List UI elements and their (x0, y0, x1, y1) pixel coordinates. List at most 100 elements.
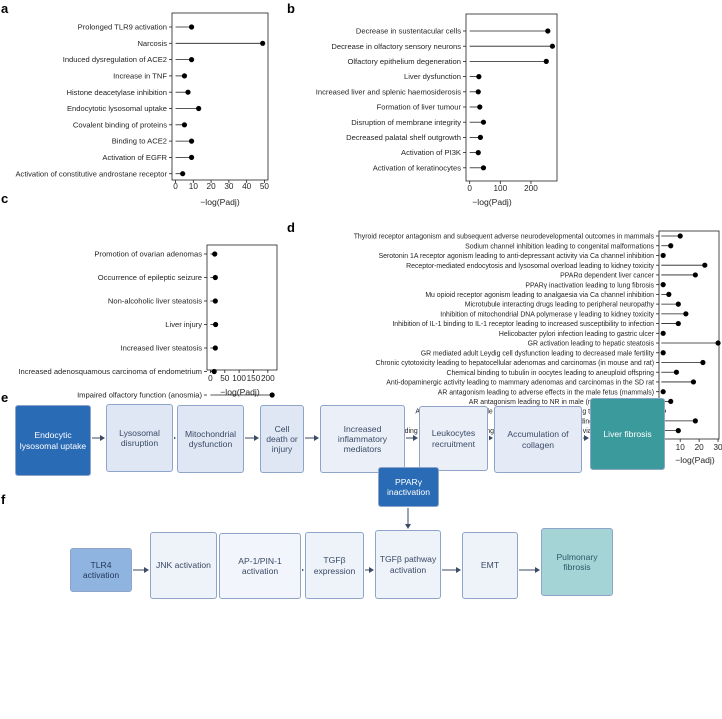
category-label: Covalent binding of proteins (73, 120, 167, 129)
x-axis-label: −log(Padj) (200, 197, 240, 207)
category-label: AR antagonism leading to NR in male (mam… (469, 399, 654, 406)
lollipop-point (185, 89, 191, 95)
flow-arrow (519, 567, 540, 573)
plot-frame (465, 13, 558, 182)
panel-letter-b: b (287, 1, 295, 16)
flow-e-step: Leukocytes recruitment (419, 406, 488, 471)
flow-arrow (305, 435, 319, 441)
category-label: Chronic cytotoxicity leading to hepatoce… (376, 360, 654, 367)
category-label: Decreased palatal shelf outgrowth (346, 133, 461, 142)
lollipop-point (683, 311, 689, 317)
flow-arrow (406, 435, 418, 441)
category-label: Olfactory epithelium degeneration (347, 57, 461, 66)
lollipop-point (660, 330, 666, 336)
category-label: Disruption of membrane integrity (351, 118, 461, 127)
category-label: Inhibition of IL-1 binding to IL-1 recep… (392, 321, 654, 328)
x-tick-label: 10 (189, 182, 199, 191)
category-label: AKT2 activation leading to hepatic steat… (521, 418, 655, 425)
lollipop-point (715, 340, 721, 346)
lollipop-point (675, 301, 681, 307)
flow-arrow (245, 435, 259, 441)
lollipop-point (476, 74, 482, 80)
lollipop-point (475, 89, 481, 95)
x-tick-label: 20 (695, 443, 705, 452)
category-label: Induced dysregulation of ACE2 (63, 55, 167, 64)
lollipop-point (700, 359, 706, 366)
flow-f-step: AP-1/PIN-1 activation (219, 533, 301, 599)
category-label: Anti-dopaminergic activity leading to ma… (386, 380, 654, 387)
lollipop-point (188, 24, 195, 30)
category-label: Thyroid receptor antagonism and subseque… (354, 234, 655, 241)
x-tick-label: 50 (220, 374, 230, 383)
lollipop-point (188, 154, 195, 160)
x-tick-label: 50 (260, 182, 270, 191)
category-label: PPARα dependent liver cancer (560, 273, 655, 280)
category-label: Inhibition of mitochondrial DNA polymera… (440, 311, 654, 318)
panel-letter-a: a (1, 1, 9, 16)
lollipop-point (675, 320, 681, 327)
category-label: Impaired olfactory function (anosmia) (77, 391, 202, 400)
category-label: GR activation leading to hepatic steatos… (528, 341, 655, 348)
lollipop-point (666, 291, 672, 297)
lollipop-point (692, 418, 698, 424)
x-tick-label: 30 (224, 182, 234, 191)
lollipop-point (212, 274, 218, 281)
category-label: Increased liver and splenic haemosideros… (316, 87, 461, 96)
lollipop-point (181, 73, 188, 79)
category-label: Formation of liver tumour (377, 103, 462, 112)
lollipop-point (213, 321, 219, 328)
category-label: Activation of constitutive androstane re… (15, 169, 167, 178)
lollipop-point (480, 119, 487, 125)
x-tick-label: 100 (232, 374, 246, 383)
lollipop-point (690, 379, 697, 385)
x-tick-label: 0 (467, 184, 472, 193)
plot-frame (658, 230, 720, 440)
lollipop-point (180, 171, 186, 177)
category-label: Mu opioid receptor agonism leading to an… (425, 292, 654, 299)
flow-f-step: Pulmonary fibrosis (541, 528, 613, 596)
flow-e-step: Liver fibrosis (590, 398, 665, 470)
lollipop-point (543, 58, 549, 64)
lollipop-point (477, 134, 484, 140)
panel-letter-f: f (1, 492, 6, 507)
flow-arrow (442, 567, 461, 573)
lollipop-point (196, 105, 202, 112)
lollipop-point (211, 368, 217, 375)
category-label: Increased liver steatosis (121, 344, 203, 353)
x-tick-label: 200 (261, 374, 275, 383)
lollipop-point (212, 345, 218, 351)
x-axis-label: −log(Padj) (220, 387, 260, 397)
category-label: Activation of EGFR (102, 153, 167, 162)
lollipop-point (181, 122, 188, 128)
flow-e-step: Accumulation of collagen (494, 406, 582, 473)
category-label: Decrease in olfactory sensory neurons (331, 42, 461, 51)
lollipop-point (668, 398, 674, 405)
x-tick-label: 20 (207, 182, 217, 191)
lollipop-point (549, 43, 556, 49)
x-tick-label: 100 (493, 184, 507, 193)
category-label: Decrease in sustentacular cells (356, 27, 461, 36)
flow-arrow (489, 435, 493, 441)
flow-f-step: EMT (462, 532, 518, 599)
lollipop-point (660, 350, 666, 356)
lollipop-point (212, 298, 218, 304)
lollipop-point (660, 252, 666, 259)
flow-arrow (583, 435, 589, 441)
flow-arrow (302, 568, 304, 572)
flow-e-step: Endocytic lysosomal uptake (15, 405, 91, 476)
lollipop-point (668, 243, 674, 249)
plot-frame (171, 12, 269, 181)
flow-e-step: Lysosomal disruption (106, 404, 173, 472)
lollipop-point (260, 40, 266, 46)
panel-letter-d: d (287, 220, 295, 235)
category-label: Sodium channel inhibition leading to con… (465, 243, 654, 250)
category-label: Endocytotic lysosomal uptake (67, 104, 167, 113)
category-label: Increase in TNF (113, 72, 167, 81)
x-tick-label: 30 (713, 443, 722, 452)
flow-f-upstream-step: PPARγ inactivation (378, 467, 439, 507)
category-label: Liver dysfunction (404, 72, 461, 81)
plot-frame (206, 244, 278, 371)
category-label: Helicobacter pylori infection leading to… (499, 331, 655, 338)
